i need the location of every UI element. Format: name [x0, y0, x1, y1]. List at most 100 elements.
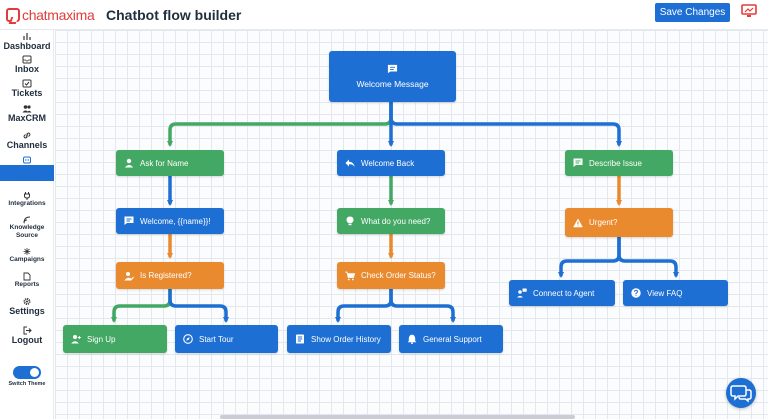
node-connect-to-agent[interactable]: Connect to Agent	[509, 280, 615, 306]
logout-icon	[23, 326, 32, 335]
chat-bubbles-icon	[730, 385, 752, 403]
sidebar-item-label: Campaigns	[9, 256, 45, 263]
reply-icon	[345, 159, 355, 167]
logo-text: chatmaxima	[22, 7, 95, 23]
warning-icon	[573, 218, 583, 227]
gear-icon	[23, 298, 31, 305]
node-sign-up[interactable]: Sign Up	[63, 325, 167, 353]
node-label: Describe Issue	[589, 158, 642, 168]
node-label: General Support	[423, 334, 482, 344]
node-label: Welcome, {{name}}!	[140, 216, 211, 226]
user-plus-icon	[71, 335, 81, 344]
tickets-icon	[22, 79, 32, 88]
node-is-registered[interactable]: Is Registered?	[116, 262, 224, 289]
users-icon	[22, 105, 32, 113]
sidebar-item-label: Channels	[6, 140, 48, 150]
sidebar-item-label: Reports	[14, 281, 40, 288]
edge-urgent-viewfaq	[617, 235, 679, 278]
edge-isregistered-starttour	[168, 287, 229, 323]
node-label: Is Registered?	[140, 271, 192, 280]
node-welcome-back[interactable]: Welcome Back	[337, 150, 445, 176]
sidebar-item-dashboard[interactable]: Dashboard	[0, 32, 54, 51]
sidebar-item-tickets[interactable]: Tickets	[0, 79, 54, 98]
edge-welcome-askname	[167, 100, 393, 147]
monitor-icon[interactable]	[741, 4, 757, 18]
node-label: Sign Up	[87, 334, 116, 344]
page-title: Chatbot flow builder	[106, 7, 242, 23]
compass-icon	[183, 334, 193, 344]
sidebar-item-label: Settings	[9, 306, 45, 316]
sidebar-item-label: ChatMaxima Studio	[0, 165, 54, 181]
message-icon	[124, 216, 134, 225]
sidebar-item-campaigns[interactable]: Campaigns	[0, 247, 54, 264]
node-label: Connect to Agent	[533, 288, 595, 298]
node-urgent[interactable]: Urgent?	[565, 208, 673, 237]
sidebar-item-label: Dashboard	[3, 41, 51, 51]
cart-icon	[345, 271, 355, 280]
inbox-icon	[22, 55, 32, 64]
knowledge-icon	[23, 216, 31, 224]
campaigns-icon	[23, 248, 31, 255]
node-label: Check Order Status?	[361, 271, 436, 280]
sidebar-item-label: Logout	[11, 335, 43, 345]
node-welcome-message[interactable]: Welcome Message	[329, 51, 456, 102]
message-icon	[573, 158, 583, 167]
reports-icon	[23, 272, 31, 281]
user-check-icon	[124, 271, 134, 281]
sidebar-item-inbox[interactable]: Inbox	[0, 55, 54, 74]
user-icon	[124, 158, 134, 168]
sidebar-item-integrations[interactable]: Integrations	[0, 191, 54, 208]
sidebar-item-logout[interactable]: Logout	[0, 326, 54, 345]
sidebar-item-maxcrm[interactable]: MaxCRM	[0, 104, 54, 123]
sidebar-item-label: MaxCRM	[7, 113, 46, 123]
switch-theme-label: Switch Theme	[8, 381, 46, 387]
node-general-support[interactable]: General Support	[399, 325, 503, 353]
sidebar-item-label: Knowledge Source	[9, 224, 45, 239]
node-show-order-history[interactable]: Show Order History	[287, 325, 391, 353]
node-view-faq[interactable]: View FAQ	[623, 280, 728, 306]
list-icon	[296, 334, 304, 344]
edge-welcome-describe	[389, 100, 622, 147]
chat-widget-button[interactable]	[726, 378, 756, 408]
sidebar-item-reports[interactable]: Reports	[0, 272, 54, 289]
studio-icon	[23, 156, 31, 164]
message-icon	[387, 64, 398, 74]
node-ask-for-name[interactable]: Ask for Name	[116, 150, 224, 176]
bell-icon	[407, 334, 417, 344]
sidebar-item-knowledge-source[interactable]: Knowledge Source	[0, 215, 54, 240]
link-icon	[23, 132, 31, 139]
edge-urgent-connectagent	[558, 235, 621, 278]
horizontal-scrollbar[interactable]	[220, 415, 575, 419]
node-label: Welcome Back	[361, 158, 415, 168]
dashboard-icon	[23, 33, 31, 40]
edge-checkorder-generalsupport	[389, 287, 456, 323]
node-what-do-you-need[interactable]: What do you need?	[337, 208, 445, 234]
question-icon	[631, 288, 641, 298]
top-bar: chatmaxima Chatbot flow builder Save Cha…	[0, 0, 768, 30]
node-label: View FAQ	[647, 288, 683, 298]
sidebar-item-label: Inbox	[15, 64, 39, 74]
node-label: Urgent?	[589, 218, 618, 227]
plug-icon	[24, 192, 30, 200]
save-changes-button[interactable]: Save Changes	[655, 3, 730, 22]
chatmaxima-logo[interactable]: chatmaxima	[6, 6, 95, 24]
node-start-tour[interactable]: Start Tour	[175, 325, 278, 353]
sidebar-item-chatmaxima-studio[interactable]: ChatMaxima Studio	[0, 156, 54, 181]
logo-mark-icon	[6, 8, 20, 22]
sidebar-item-label: Tickets	[11, 88, 43, 98]
node-label: What do you need?	[361, 216, 431, 226]
agent-icon	[517, 288, 527, 298]
node-welcome-name[interactable]: Welcome, {{name}}!	[116, 208, 224, 234]
node-check-order-status[interactable]: Check Order Status?	[337, 262, 445, 289]
sidebar: Dashboard Inbox Tickets MaxCRM Channels …	[0, 30, 54, 419]
node-describe-issue[interactable]: Describe Issue	[565, 150, 673, 176]
sidebar-item-label: Integrations	[8, 200, 46, 207]
sidebar-item-settings[interactable]: Settings	[0, 297, 54, 316]
edge-isregistered-signup	[111, 287, 172, 323]
lightbulb-icon	[346, 216, 354, 226]
switch-theme-toggle[interactable]	[13, 366, 41, 379]
node-label: Start Tour	[199, 334, 234, 344]
sidebar-item-channels[interactable]: Channels	[0, 131, 54, 150]
node-label: Ask for Name	[140, 158, 189, 168]
